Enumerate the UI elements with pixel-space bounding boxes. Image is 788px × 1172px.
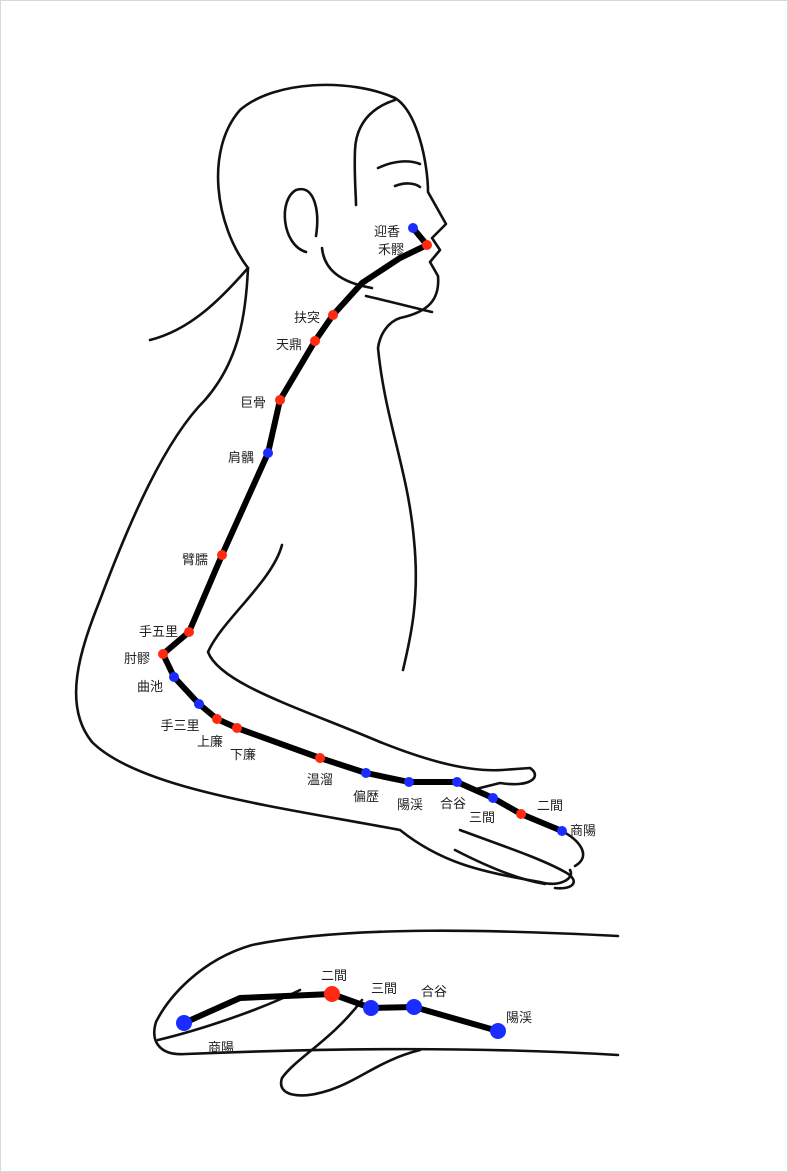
meridian-line-hand (181, 991, 501, 1034)
acupoint-label: 下廉 (230, 747, 256, 763)
acupoint-label: 合谷 (440, 797, 466, 812)
back-and-arm (74, 266, 573, 886)
acupoint-marker (275, 395, 285, 405)
acupoint-marker (324, 986, 340, 1002)
acupoint-marker (212, 714, 222, 724)
meridian-line-arm (160, 225, 565, 834)
fingers (453, 828, 575, 890)
acupoint-marker (406, 999, 422, 1015)
acupoint-label: 三間 (469, 811, 495, 826)
acupoint-label: 偏歴 (353, 790, 379, 805)
lower-hand-top (153, 929, 620, 1057)
acupoint-marker (194, 699, 204, 709)
acupoint-label: 二間 (321, 969, 347, 984)
acupoint-marker (176, 1015, 192, 1031)
acupoint-marker (158, 649, 168, 659)
acupoint-label: 扶突 (294, 310, 320, 326)
acupoint-label: 二間 (537, 799, 563, 814)
acupoint-marker (404, 777, 414, 787)
acupoint-marker (217, 550, 227, 560)
acupoint-marker (422, 240, 432, 250)
acupoint-label: 手三里 (160, 719, 199, 734)
acupoint-label: 天鼎 (276, 338, 302, 353)
hairline (353, 98, 397, 207)
acupoint-marker (310, 336, 320, 346)
acupoint-label: 陽渓 (397, 798, 423, 813)
acupoint-marker (315, 753, 325, 763)
acupoint-label: 肩髃 (228, 450, 254, 466)
acupoint-marker (488, 793, 498, 803)
acupoint-label: 肘髎 (124, 652, 150, 667)
eye (376, 160, 422, 189)
acupoint-marker (263, 448, 273, 458)
acupoint-marker (490, 1023, 506, 1039)
acupoint-label: 陽渓 (506, 1011, 532, 1026)
acupoint-label: 温溜 (307, 773, 333, 788)
acupoint-label: 曲池 (137, 680, 163, 695)
acupoint-marker (408, 223, 418, 233)
acupoint-label: 臂臑 (182, 553, 208, 568)
acupoint-marker (557, 826, 567, 836)
head-outline (216, 83, 448, 672)
acupoint-label: 三間 (371, 982, 397, 997)
body-outline (74, 83, 620, 1097)
acupoint-marker (184, 627, 194, 637)
acupoint-marker (363, 1000, 379, 1016)
acupoint-label: 迎香 (374, 225, 400, 240)
acupoint-label: 上廉 (197, 734, 223, 750)
acupoint-label: 禾髎 (378, 243, 404, 258)
acupoint-marker (361, 768, 371, 778)
acupoint-label: 巨骨 (240, 396, 266, 411)
acupoint-marker (328, 310, 338, 320)
neck-back (148, 266, 250, 342)
acupoint-label: 商陽 (570, 824, 596, 839)
acupoint-marker (232, 723, 242, 733)
lower-thumb (279, 998, 422, 1097)
acupoint-label: 手五里 (139, 625, 178, 640)
acupoint-marker (516, 809, 526, 819)
acupoint-label: 商陽 (208, 1041, 234, 1056)
acupoint-marker (452, 777, 462, 787)
acupoint-marker (169, 672, 179, 682)
acupoint-label: 合谷 (421, 985, 447, 1000)
ear (283, 187, 319, 254)
